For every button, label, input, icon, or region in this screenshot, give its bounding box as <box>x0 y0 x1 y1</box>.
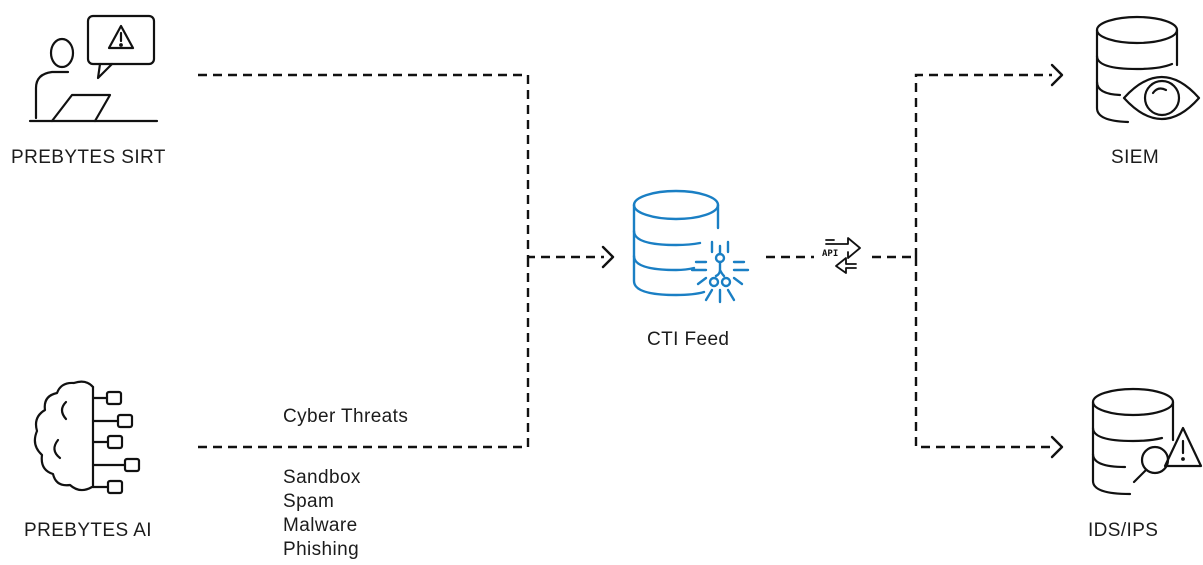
node-label-cti: CTI Feed <box>647 329 730 350</box>
arrowhead-siem <box>1050 63 1064 87</box>
api-exchange-icon <box>825 237 861 274</box>
connectors <box>198 73 1052 449</box>
threat-type: Malware <box>283 515 358 536</box>
edge-sirt-to-cti <box>198 73 604 259</box>
edge-label-cyber-threats: Cyber Threats <box>283 406 409 427</box>
node-label-siem: SIEM <box>1111 147 1160 168</box>
node-label-ids: IDS/IPS <box>1088 520 1159 541</box>
node-label-sirt: PREBYTES SIRT <box>11 147 166 168</box>
arrowhead-ids <box>1050 435 1064 459</box>
api-label: API <box>822 249 838 259</box>
edge-to-ids <box>914 257 1052 449</box>
database-eye-icon <box>1095 15 1201 124</box>
edge-to-siem <box>914 73 1052 257</box>
database-search-alert-icon <box>1091 387 1203 496</box>
arrowhead-cti <box>601 245 615 269</box>
analyst-alert-icon <box>28 14 159 123</box>
threat-type: Spam <box>283 491 335 512</box>
threat-type: Sandbox <box>283 467 361 488</box>
threat-type-list: Sandbox Spam Malware Phishing <box>283 466 361 562</box>
threat-type: Phishing <box>283 539 360 560</box>
node-label-ai: PREBYTES AI <box>24 520 152 541</box>
edge-ai-to-cti <box>198 257 530 449</box>
database-chip-icon <box>632 189 750 304</box>
brain-circuit-icon <box>33 380 141 495</box>
